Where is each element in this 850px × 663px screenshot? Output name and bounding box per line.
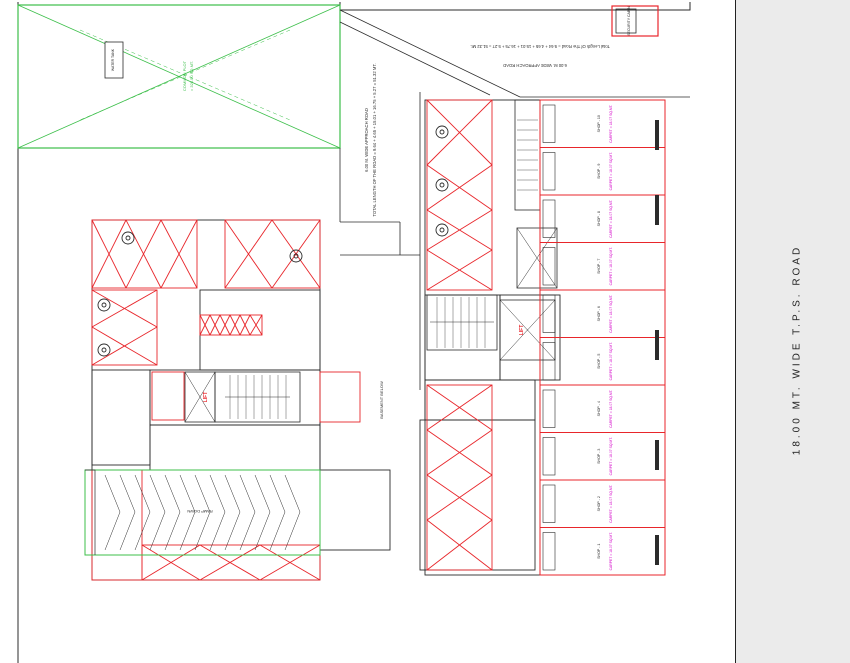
lift-right-label: LIFT bbox=[519, 325, 525, 336]
shop-carpet-area: CARPET = 18.07 SQ.MT. bbox=[609, 485, 613, 523]
shop-name: SHOP - 2 bbox=[597, 496, 601, 511]
approach-road-label-top: 6.00 M. WIDE APPROACH ROAD bbox=[503, 63, 567, 68]
shop-outline bbox=[539, 242, 666, 291]
shop-unit: SHOP - 4 CARPET = 18.07 SQ.MT. bbox=[539, 384, 666, 433]
shop-toilet bbox=[542, 294, 556, 333]
shop-unit: SHOP - 6 CARPET = 18.07 SQ.MT. bbox=[539, 289, 666, 338]
shop-carpet-area: CARPET = 18.07 SQ.MT. bbox=[609, 200, 613, 238]
lift-left-label: LIFT bbox=[203, 392, 209, 403]
shop-outline bbox=[539, 147, 666, 196]
wheelchair-icon bbox=[121, 231, 135, 245]
wheelchair-icons bbox=[97, 125, 449, 357]
wheelchair-icon bbox=[435, 125, 449, 139]
shop-toilet bbox=[542, 484, 556, 523]
shop-outline bbox=[539, 432, 666, 481]
shop-unit: SHOP - 2 CARPET = 18.07 SQ.MT. bbox=[539, 479, 666, 528]
staircase-right: LIFT bbox=[426, 99, 558, 361]
wheelchair-icon bbox=[97, 298, 111, 312]
shop-unit: SHOP - 9 CARPET = 18.07 SQ.MT. bbox=[539, 147, 666, 196]
shop-outline bbox=[539, 337, 666, 386]
shop-unit: SHOP - 5 CARPET = 18.07 SQ.MT. bbox=[539, 337, 666, 386]
parking-bays-left bbox=[91, 219, 361, 581]
shop-carpet-area: CARPET = 18.07 SQ.MT. bbox=[609, 247, 613, 285]
common-plot-area: = 325.50 SQ.MT. bbox=[189, 61, 194, 91]
approach-road-length-top: Total Length Of The Road = 9.64 + 4.65 +… bbox=[470, 44, 609, 49]
shop-unit: SHOP - 7 CARPET = 18.07 SQ.MT. bbox=[539, 242, 666, 291]
tps-road-band bbox=[735, 0, 850, 663]
approach-road-length-diag: TOTAL LENGTH OF THE ROAD = 9.64 + 4.65 +… bbox=[372, 63, 377, 216]
water-tank-label: WATER TANK bbox=[111, 48, 115, 71]
wheelchair-icon bbox=[289, 249, 303, 263]
shop-carpet-area: CARPET = 18.07 SQ.MT. bbox=[609, 342, 613, 380]
shop-outline bbox=[539, 289, 666, 338]
shop-carpet-area: CARPET = 18.07 SQ.MT. bbox=[609, 295, 613, 333]
shop-name: SHOP - 9 bbox=[597, 164, 601, 179]
shop-toilet bbox=[542, 532, 556, 571]
shop-toilet bbox=[542, 199, 556, 238]
shop-outline bbox=[539, 479, 666, 528]
shop-name: SHOP - 3 bbox=[597, 449, 601, 464]
left-building-outline bbox=[91, 219, 391, 581]
shop-carpet-area: CARPET = 18.07 SQ.MT. bbox=[609, 437, 613, 475]
shop-outline bbox=[539, 99, 666, 148]
parking-bays-right bbox=[426, 99, 493, 571]
staircase-left: LIFT bbox=[184, 371, 301, 423]
shop-carpet-area: CARPET = 18.07 SQ.MT. bbox=[609, 152, 613, 190]
common-plot-label: COMMON PLOT bbox=[182, 60, 187, 91]
shop-toilet bbox=[542, 247, 556, 286]
security-cabin-label: SECURITY CABIN bbox=[627, 6, 631, 36]
wheelchair-icon bbox=[97, 343, 111, 357]
ramp-down: RAMP DOWN bbox=[84, 469, 321, 556]
shop-name: SHOP - 7 bbox=[597, 259, 601, 274]
security-cabin: SECURITY CABIN bbox=[611, 5, 659, 37]
wheelchair-icon bbox=[435, 223, 449, 237]
shop-toilet bbox=[542, 152, 556, 191]
shop-name: SHOP - 1 bbox=[597, 544, 601, 559]
shop-outline bbox=[539, 384, 666, 433]
shop-toilet bbox=[542, 342, 556, 381]
shop-carpet-area: CARPET = 18.07 SQ.MT. bbox=[609, 390, 613, 428]
shop-name: SHOP - 8 bbox=[597, 211, 601, 226]
shop-outline bbox=[539, 527, 666, 576]
shop-carpet-area: CARPET = 18.07 SQ.MT. bbox=[609, 532, 613, 570]
shops-layer: SHOP - 10 CARPET = 18.07 SQ.MT. SHOP - 9 CA… bbox=[539, 99, 666, 576]
shop-toilet bbox=[542, 437, 556, 476]
shop-unit: SHOP - 1 CARPET = 18.07 SQ.MT. bbox=[539, 527, 666, 576]
shop-toilet bbox=[542, 389, 556, 428]
shop-name: SHOP - 4 bbox=[597, 401, 601, 416]
shop-toilet bbox=[542, 104, 556, 143]
shop-name: SHOP - 5 bbox=[597, 354, 601, 369]
approach-road-lines bbox=[339, 9, 690, 390]
approach-road-label-diag: 6.00 M. WIDE APPROACH ROAD bbox=[364, 108, 369, 172]
shop-outline bbox=[539, 194, 666, 243]
wheelchair-icon bbox=[435, 178, 449, 192]
ramp-down-label: RAMP DOWN bbox=[187, 509, 212, 514]
shop-name: SHOP - 10 bbox=[597, 115, 601, 132]
shop-unit: SHOP - 3 CARPET = 18.07 SQ.MT. bbox=[539, 432, 666, 481]
frontage-walls bbox=[655, 120, 659, 565]
shop-carpet-area: CARPET = 18.07 SQ.MT. bbox=[609, 105, 613, 143]
basement-below-label: BASEMENT BELOW bbox=[379, 381, 384, 419]
shop-name: SHOP - 6 bbox=[597, 306, 601, 321]
shop-unit: SHOP - 8 CARPET = 18.07 SQ.MT. bbox=[539, 194, 666, 243]
common-plot: COMMON PLOT = 325.50 SQ.MT. bbox=[17, 4, 341, 149]
shop-unit: SHOP - 10 CARPET = 18.07 SQ.MT. bbox=[539, 99, 666, 148]
water-tank-box: WATER TANK bbox=[104, 41, 124, 79]
